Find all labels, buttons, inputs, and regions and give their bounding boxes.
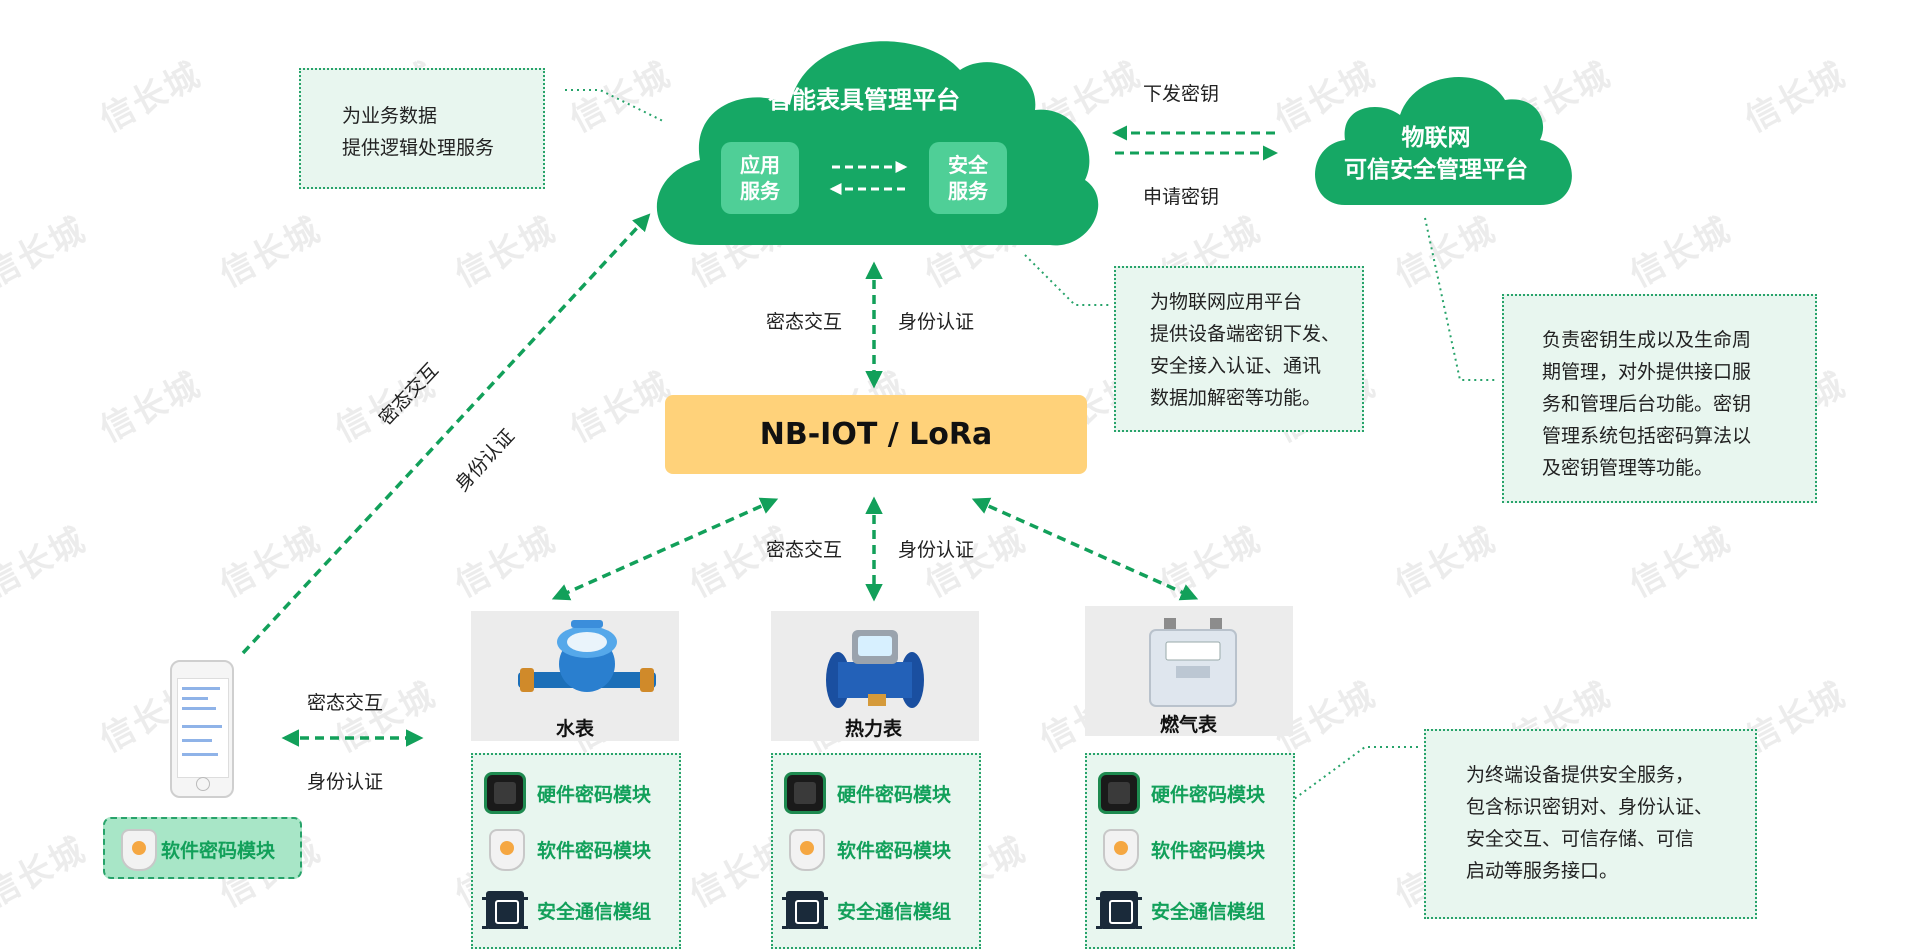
module-label: 安全通信模组 bbox=[537, 900, 652, 923]
note-key-management: 负责密钥生成以及生命周 期管理，对外提供接口服 务和管理后台功能。密钥 管理系统… bbox=[1502, 294, 1817, 503]
soc-icon bbox=[782, 888, 828, 932]
module-comm: 安全通信模组 bbox=[782, 885, 952, 935]
note-terminal-line: 为终端设备提供安全服务， bbox=[1466, 764, 1695, 786]
note-terminal-line: 安全交互、可信存储、可信 bbox=[1466, 828, 1695, 850]
module-software: 软件密码模块 bbox=[483, 824, 651, 874]
module-label: 软件密码模块 bbox=[837, 839, 952, 862]
water-meter-icon bbox=[518, 620, 656, 692]
note-key-line: 管理系统包括密码算法以 bbox=[1542, 425, 1752, 447]
chip-icon bbox=[1097, 771, 1141, 815]
security-service-box: 安全服务 bbox=[929, 142, 1007, 214]
module-software: 软件密码模块 bbox=[1097, 824, 1265, 874]
note-business: 为业务数据 提供逻辑处理服务 bbox=[299, 68, 545, 189]
secret-interact-label-top: 密态交互 bbox=[766, 311, 843, 333]
note-platform: 为物联网应用平台 提供设备端密钥下发、 安全接入认证、通讯 数据加解密等功能。 bbox=[1114, 266, 1364, 432]
module-label: 软件密码模块 bbox=[1151, 839, 1266, 862]
gas-meter-icon bbox=[1149, 618, 1237, 707]
module-label: 硬件密码模块 bbox=[837, 783, 952, 806]
gas-meter-modules: 硬件密码模块 软件密码模块 安全通信模组 bbox=[1085, 753, 1295, 949]
module-software: 软件密码模块 bbox=[783, 824, 951, 874]
identity-auth-label-top: 身份认证 bbox=[898, 311, 975, 333]
chip-icon bbox=[483, 771, 527, 815]
shield-icon bbox=[783, 827, 827, 871]
shield-icon bbox=[483, 827, 527, 871]
main-platform-title: 智能表具管理平台 bbox=[768, 86, 960, 114]
identity-auth-label-mid: 身份认证 bbox=[898, 539, 975, 561]
secret-interact-label-mid: 密态交互 bbox=[766, 539, 843, 561]
water-meter-name: 水表 bbox=[556, 718, 595, 740]
issue-key-label: 下发密钥 bbox=[1143, 83, 1220, 105]
chip-icon bbox=[783, 771, 827, 815]
mobile-software-module: 软件密码模块 bbox=[103, 817, 302, 879]
note-terminal-line: 包含标识密钥对、身份认证、 bbox=[1466, 796, 1714, 818]
note-terminal: 为终端设备提供安全服务， 包含标识密钥对、身份认证、 安全交互、可信存储、可信 … bbox=[1424, 729, 1757, 919]
module-label: 硬件密码模块 bbox=[537, 783, 652, 806]
mobile-module-label: 软件密码模块 bbox=[161, 840, 276, 862]
apply-key-label: 申请密钥 bbox=[1143, 186, 1220, 208]
module-hardware: 硬件密码模块 bbox=[1097, 768, 1265, 818]
note-key-line: 期管理，对外提供接口服 bbox=[1542, 361, 1752, 383]
module-comm: 安全通信模组 bbox=[1096, 885, 1266, 935]
note-platform-line: 为物联网应用平台 bbox=[1150, 291, 1303, 313]
heat-meter-icon bbox=[826, 630, 924, 708]
note-key-line: 务和管理后台功能。密钥 bbox=[1542, 393, 1752, 415]
iot-cloud-icon bbox=[1315, 77, 1572, 205]
soc-icon bbox=[482, 888, 528, 932]
note-key-line: 及密钥管理等功能。 bbox=[1542, 457, 1714, 479]
network-box: NB-IOT / LoRa bbox=[665, 395, 1087, 474]
module-comm: 安全通信模组 bbox=[482, 885, 652, 935]
note-terminal-line: 启动等服务接口。 bbox=[1466, 860, 1619, 882]
module-hardware: 硬件密码模块 bbox=[783, 768, 951, 818]
note-platform-line: 数据加解密等功能。 bbox=[1150, 387, 1322, 409]
note-platform-line: 提供设备端密钥下发、 bbox=[1150, 323, 1341, 345]
note-platform-line: 安全接入认证、通讯 bbox=[1150, 355, 1322, 377]
module-label: 软件密码模块 bbox=[537, 839, 652, 862]
module-label: 安全通信模组 bbox=[1151, 900, 1266, 923]
note-key-line: 负责密钥生成以及生命周 bbox=[1542, 329, 1752, 351]
note-business-line: 提供逻辑处理服务 bbox=[342, 137, 495, 159]
soc-icon bbox=[1096, 888, 1142, 932]
iot-platform-title-line2: 可信安全管理平台 bbox=[1344, 157, 1528, 183]
module-hardware: 硬件密码模块 bbox=[483, 768, 651, 818]
note-business-line: 为业务数据 bbox=[342, 105, 438, 127]
identity-auth-label-phone: 身份认证 bbox=[307, 771, 384, 793]
app-service-box: 应用服务 bbox=[721, 142, 799, 214]
module-label: 硬件密码模块 bbox=[1151, 783, 1266, 806]
water-meter-modules: 硬件密码模块 软件密码模块 安全通信模组 bbox=[471, 753, 681, 949]
heat-meter-name: 热力表 bbox=[845, 718, 903, 740]
shield-icon bbox=[115, 827, 159, 871]
phone-icon bbox=[170, 660, 234, 798]
secret-interact-label-phone: 密态交互 bbox=[307, 692, 384, 714]
heat-meter-modules: 硬件密码模块 软件密码模块 安全通信模组 bbox=[771, 753, 981, 949]
module-label: 安全通信模组 bbox=[837, 900, 952, 923]
iot-platform-title-line1: 物联网 bbox=[1401, 125, 1471, 151]
shield-icon bbox=[1097, 827, 1141, 871]
gas-meter-name: 燃气表 bbox=[1160, 714, 1218, 736]
